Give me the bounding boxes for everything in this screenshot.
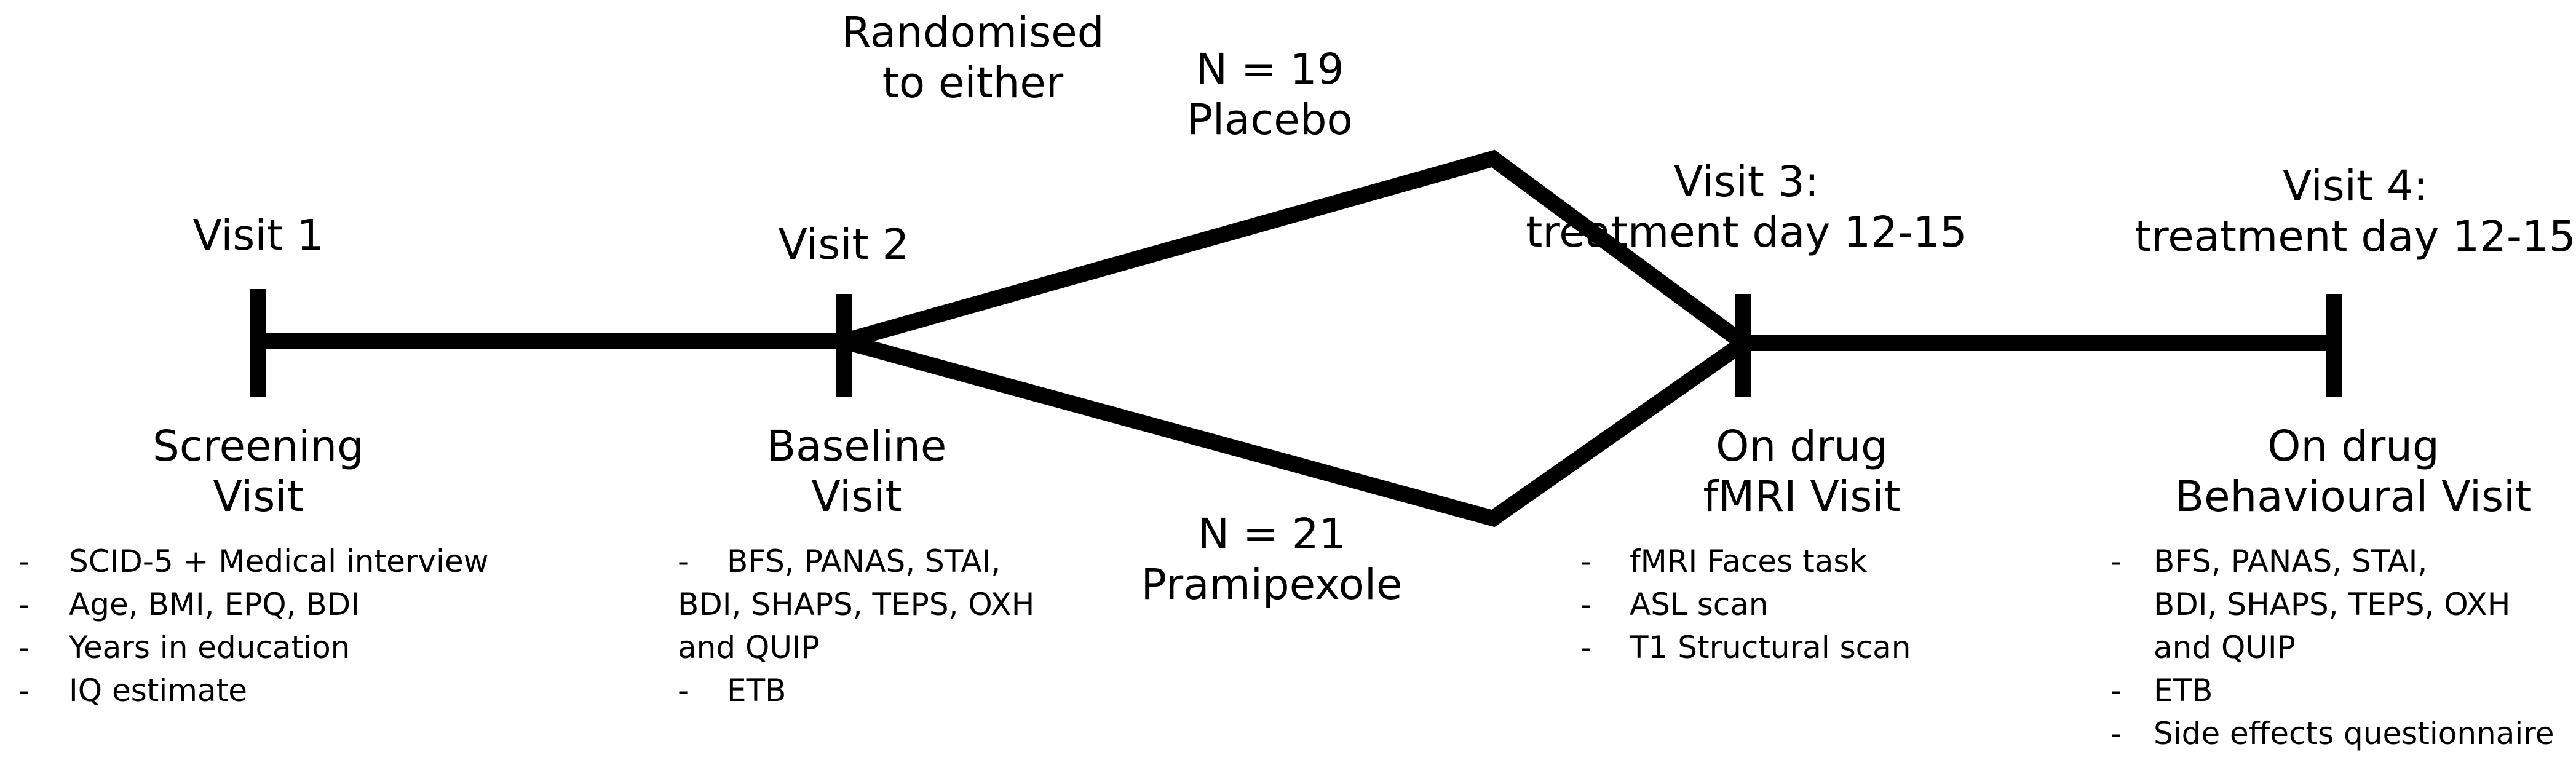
list-item: and QUIP <box>678 630 820 665</box>
placebo-name: Placebo <box>1187 95 1353 144</box>
list-item: -T1 Structural scan <box>1580 630 1911 665</box>
list-item: BDI, SHAPS, TEPS, OXH <box>678 587 1035 622</box>
visit-4-label: On drug Behavioural Visit <box>2174 422 2532 521</box>
visit-4-title: Visit 4: treatment day 12-15 <box>2134 162 2576 261</box>
visit-2-title: Visit 2 <box>778 220 910 269</box>
placebo-n: N = 19 <box>1195 45 1344 94</box>
pramipexole-name: Pramipexole <box>1141 560 1403 609</box>
visit-2-measures: -BFS, PANAS, STAI, BDI, SHAPS, TEPS, OXH… <box>678 540 1034 712</box>
list-item: -BFS, PANAS, STAI, <box>678 544 1001 579</box>
pramipexole-arm-label: N = 21 Pramipexole <box>1141 509 1402 610</box>
list-item: BDI, SHAPS, TEPS, OXH <box>2154 587 2511 622</box>
list-item: -IQ estimate <box>18 673 248 708</box>
visit-2-label: Baseline Visit <box>766 422 947 521</box>
list-item: -Side effects questionnaire <box>2110 716 2554 751</box>
list-item: -ASL scan <box>1580 587 1769 622</box>
visit-4-measures: -BFS, PANAS, STAI, BDI, SHAPS, TEPS, OXH… <box>2110 540 2554 755</box>
list-item: -SCID-5 + Medical interview <box>18 544 489 579</box>
list-item: -Years in education <box>18 630 351 665</box>
placebo-arm-label: N = 19 Placebo <box>1187 44 1352 145</box>
visit-4-subtitle: treatment day 12-15 <box>2134 212 2576 261</box>
list-item: and QUIP <box>2154 630 2296 665</box>
list-item: -ETB <box>678 673 787 708</box>
visit-3-measures: -fMRI Faces task -ASL scan -T1 Structura… <box>1580 540 1911 669</box>
visit-1-title: Visit 1 <box>192 211 324 260</box>
list-item: -fMRI Faces task <box>1580 544 1868 579</box>
pramipexole-n: N = 21 <box>1197 510 1346 559</box>
list-item: -Age, BMI, EPQ, BDI <box>18 587 360 622</box>
placebo-branch <box>841 149 1748 350</box>
visit-3-label: On drug fMRI Visit <box>1703 422 1901 521</box>
visit-3-subtitle: treatment day 12-15 <box>1526 208 1967 257</box>
randomised-note: Randomised to either <box>841 8 1104 108</box>
visit-1-measures: -SCID-5 + Medical interview -Age, BMI, E… <box>18 540 489 712</box>
visit-1-label: Screening Visit <box>153 422 364 521</box>
list-item: -BFS, PANAS, STAI, <box>2110 544 2428 579</box>
list-item: -ETB <box>2110 673 2213 708</box>
visit-3-title: Visit 3: treatment day 12-15 <box>1526 157 1967 257</box>
pramipexole-branch <box>841 333 1748 528</box>
